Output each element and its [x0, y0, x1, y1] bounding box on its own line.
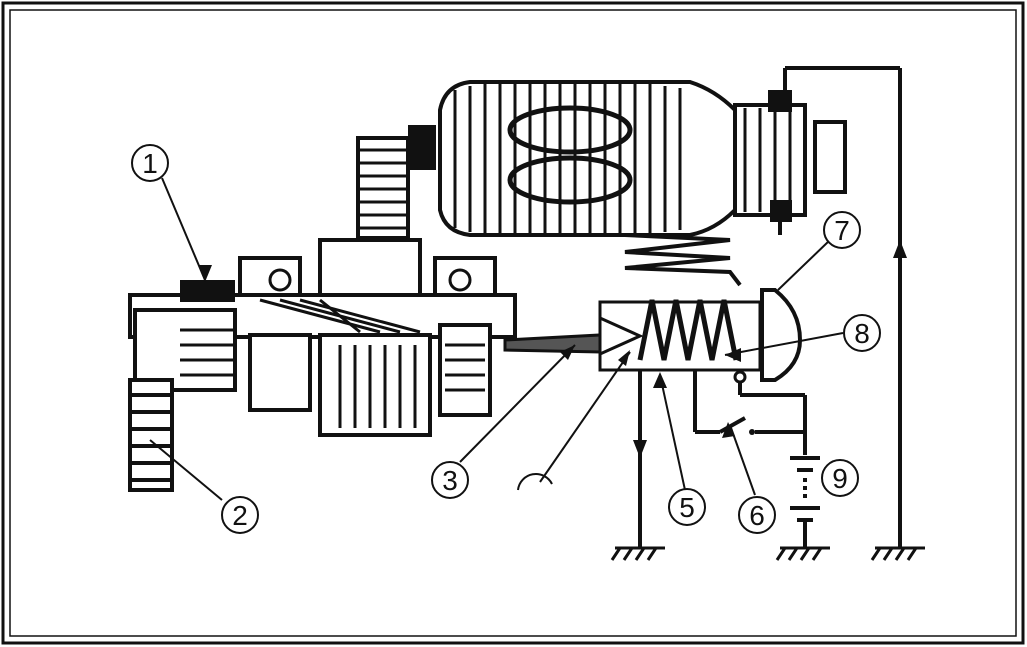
svg-text:8: 8 [854, 318, 870, 349]
drive-housing [128, 238, 517, 437]
callout-9: 9 [821, 459, 859, 497]
plunger-rod [503, 333, 602, 354]
ring-gear [128, 378, 174, 492]
inner-frame [9, 9, 1017, 637]
callout-6: 6 [738, 496, 776, 534]
svg-text:2: 2 [232, 500, 248, 531]
callout-8: 8 [843, 314, 881, 352]
callout-3: 3 [431, 461, 469, 499]
callout-7: 7 [823, 211, 861, 249]
callout-1: 1 [131, 144, 169, 182]
svg-text:3: 3 [442, 465, 458, 496]
current-arrows [633, 240, 907, 458]
svg-text:5: 5 [679, 492, 695, 523]
svg-text:6: 6 [749, 500, 765, 531]
contact-plate [760, 288, 803, 382]
callout-4 [517, 473, 553, 491]
svg-text:1: 1 [142, 148, 158, 179]
ground-symbols [610, 546, 925, 561]
callout-5: 5 [668, 488, 706, 526]
battery [790, 456, 820, 522]
leader-arrowheads [198, 265, 741, 438]
solenoid-coil [637, 299, 739, 361]
return-spring [624, 233, 742, 287]
callout-2: 2 [221, 496, 259, 534]
svg-text:9: 9 [832, 463, 848, 494]
circuit-wiring [638, 66, 902, 548]
svg-text:7: 7 [834, 215, 850, 246]
reduction-gear [356, 136, 410, 240]
armature [408, 80, 847, 237]
leader-lines [149, 177, 844, 501]
